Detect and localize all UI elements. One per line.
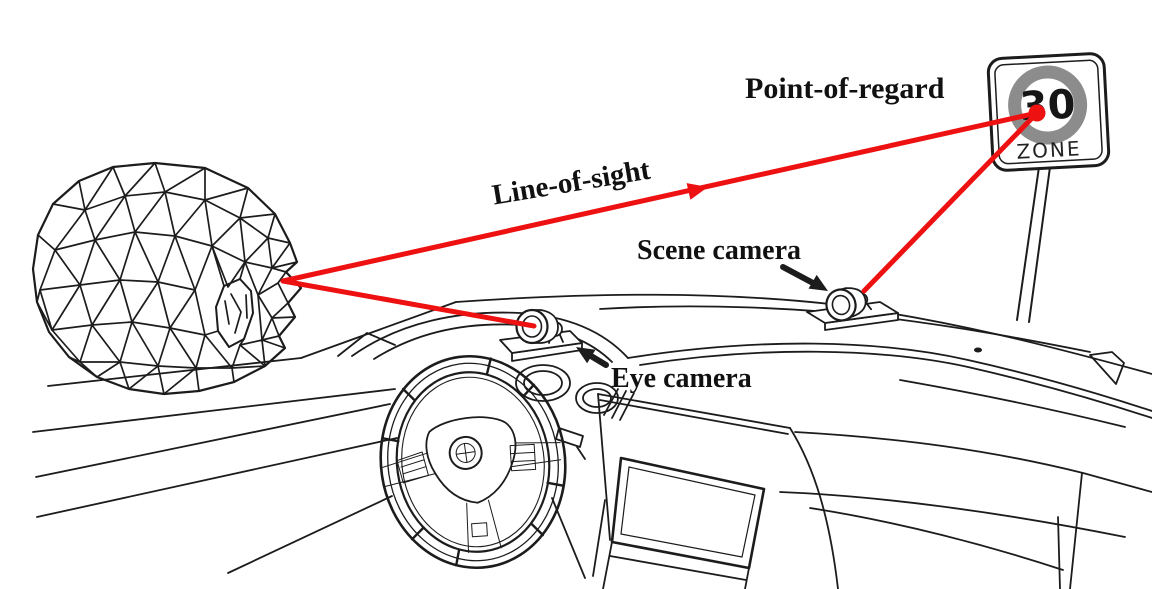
sign-zone-text: ZONE [1016, 136, 1082, 163]
scene-camera-arrow-icon [780, 264, 828, 291]
scene-camera-icon [806, 287, 899, 331]
eye-camera-icon [499, 308, 583, 362]
eye-camera-label: Eye camera [611, 363, 752, 394]
steering-wheel [379, 354, 567, 570]
point-of-regard-label: Point-of-regard [745, 72, 945, 105]
line-of-sight-arrowhead-icon [686, 183, 708, 200]
scene-camera-to-sign-line [861, 110, 1040, 294]
sign-post [1016, 166, 1051, 323]
label-arrows [576, 264, 828, 368]
ear-icon [215, 278, 254, 348]
eye-to-eye-camera-line [280, 278, 537, 329]
center-screen [551, 388, 839, 589]
line-of-sight-line [280, 110, 1040, 284]
column-stalk [555, 427, 586, 460]
gaze-overlay [280, 104, 1046, 329]
eye-camera-arrow-icon [576, 347, 609, 368]
cockpit-line-art [32, 166, 1152, 589]
scene-camera-label: Scene camera [637, 235, 802, 266]
point-of-regard-dot [1028, 104, 1046, 122]
speed-limit-sign: 30 ZONE [986, 52, 1111, 172]
wheel-logo-icon [448, 435, 483, 470]
dash-dot [974, 347, 982, 353]
head-wireframe-icon [31, 161, 303, 396]
